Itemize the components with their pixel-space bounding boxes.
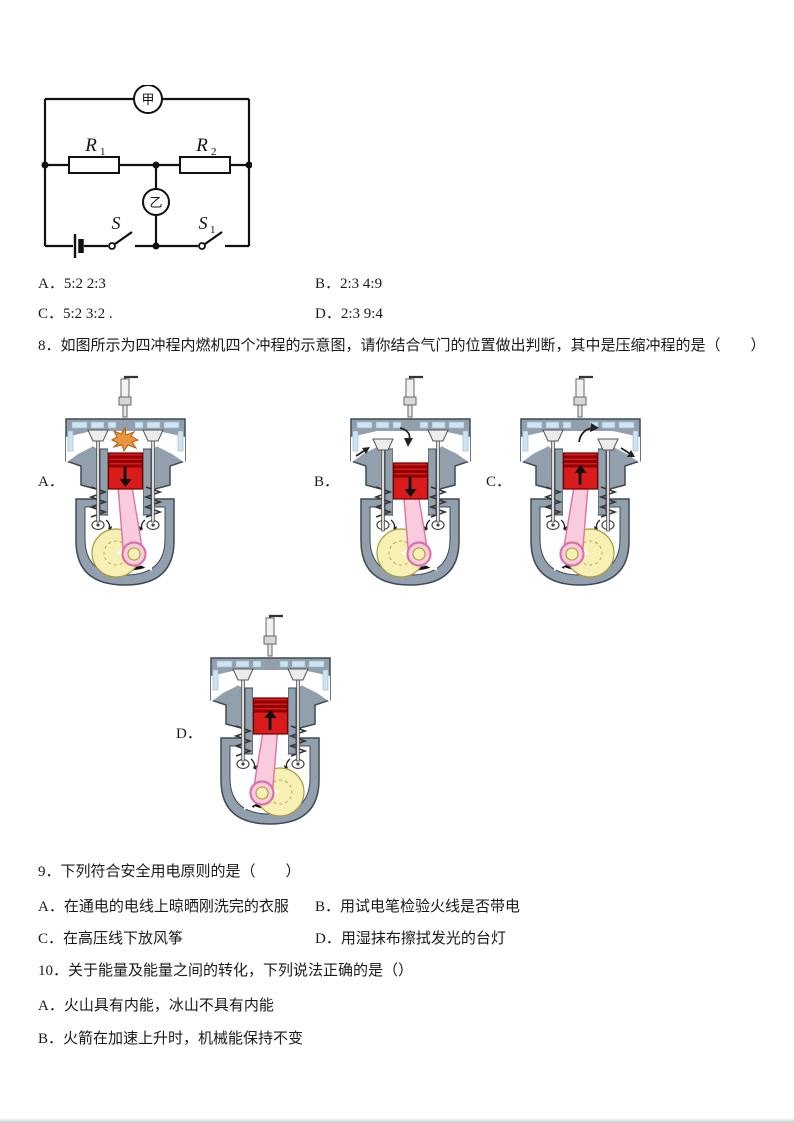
q7-option-a: A．5:2 2:3 [38, 272, 106, 293]
resistor-r2-subscript: 2 [211, 146, 217, 158]
ammeter-yi-circle [142, 188, 170, 216]
ammeter-jia-label: 甲 [141, 92, 154, 107]
q7-option-c-label: C． [38, 306, 64, 322]
q9-option-a: A．在通电的电线上晾晒刚洗完的衣服 [38, 895, 289, 916]
switch-s-label: S [112, 213, 121, 233]
q7-option-c-text: 5:2 3:2 . [63, 306, 113, 322]
engine-a-label: A． [38, 474, 64, 490]
page-bottom-edge [0, 1119, 794, 1123]
engine-diagram-a-power-stroke [64, 375, 187, 587]
q7-option-a-text: 5:2 2:3 [63, 276, 106, 292]
intake-flow-arrows-icon [355, 427, 413, 457]
q9-option-c-label: C． [38, 931, 64, 947]
q10-option-b-label: B． [38, 1031, 64, 1047]
engine-b-label: B． [314, 474, 340, 490]
resistor-r1-subscript: 1 [100, 146, 106, 158]
spark-icon [110, 426, 140, 453]
q7-option-d: D．2:3 9:4 [315, 302, 383, 323]
engine-diagram-d-compression-stroke [209, 614, 332, 826]
q9-option-a-text: 在通电的电线上晾晒刚洗完的衣服 [63, 899, 289, 915]
switch-s [108, 231, 133, 250]
q10-question-text: 10．关于能量及能量之间的转化，下列说法正确的是（） [38, 963, 414, 979]
q9-option-b-label: B． [315, 899, 341, 915]
q10-option-b: B．火箭在加速上升时，机械能保持不变 [38, 1027, 303, 1048]
circuit-diagram: 甲 乙 R 1 R 2 S S 1 [41, 85, 252, 258]
q7-option-b-text: 2:3 4:9 [340, 276, 383, 292]
junction-nodes [41, 161, 252, 250]
q7-option-b: B．2:3 4:9 [315, 272, 382, 293]
q10-option-b-text: 火箭在加速上升时，机械能保持不变 [63, 1031, 304, 1047]
resistor-r1-label: R [84, 135, 97, 156]
q9-option-b: B．用试电笔检验火线是否带电 [315, 895, 520, 916]
switch-s1-label: S [199, 213, 208, 233]
exhaust-flow-arrows-icon [578, 423, 635, 457]
q9-option-b-text: 用试电笔检验火线是否带电 [340, 899, 521, 915]
resistor-r1-box [68, 156, 120, 174]
q9-option-c-text: 在高压线下放风筝 [63, 931, 184, 947]
q8-question-text: 8．如图所示为四冲程内燃机四个冲程的示意图，请你结合气门的位置做出判断，其中是压… [38, 338, 766, 354]
q10-option-a-label: A． [38, 998, 64, 1014]
resistor-r2-label: R [195, 135, 208, 156]
engine-c-label: C． [486, 474, 512, 490]
q9-question-text: 9．下列符合安全用电原则的是（ ） [38, 864, 301, 880]
circuit-wires [43, 97, 251, 248]
battery-icon [73, 234, 84, 258]
q7-option-d-text: 2:3 9:4 [340, 306, 383, 322]
q9-option-d: D．用湿抹布擦拭发光的台灯 [315, 927, 506, 948]
q9-option-c: C．在高压线下放风筝 [38, 927, 183, 948]
q9-option-d-label: D． [315, 931, 341, 947]
q9-option-d-text: 用湿抹布擦拭发光的台灯 [340, 931, 506, 947]
q7-option-c: C．5:2 3:2 . [38, 302, 113, 323]
q7-option-a-label: A． [38, 276, 64, 292]
q10-option-a: A．火山具有内能，冰山不具有内能 [38, 994, 274, 1015]
piston [562, 452, 599, 490]
piston [107, 452, 144, 490]
piston [392, 462, 429, 500]
resistor-r2-box [179, 156, 231, 174]
q7-option-b-label: B． [315, 276, 341, 292]
piston [252, 697, 289, 735]
q10-option-a-text: 火山具有内能，冰山不具有内能 [63, 998, 274, 1014]
engine-diagram-b-intake-stroke [349, 375, 472, 587]
q9-option-a-label: A． [38, 899, 64, 915]
switch-s1 [198, 231, 223, 250]
ammeter-yi-label: 乙 [149, 195, 162, 210]
ammeter-jia-circle [133, 85, 163, 114]
q7-option-d-label: D． [315, 306, 341, 322]
engine-diagram-c-exhaust-stroke [519, 375, 642, 587]
engine-d-label: D． [176, 726, 202, 742]
switch-s1-subscript: 1 [210, 224, 216, 236]
